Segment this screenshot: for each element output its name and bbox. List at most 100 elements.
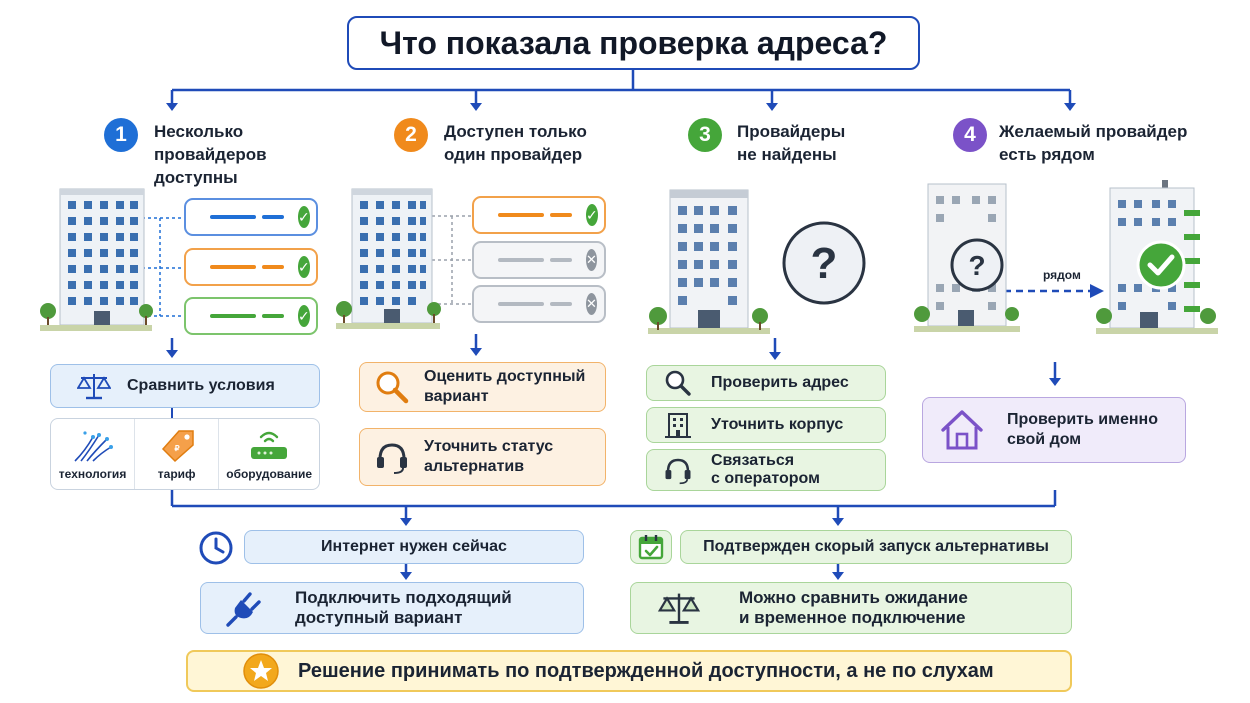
calendar-icon-box <box>630 530 672 564</box>
provider-pill-router: ✕ <box>472 285 606 323</box>
internet-needed-now-card: Интернет нужен сейчас <box>244 530 584 564</box>
router-icon <box>251 431 288 459</box>
building-icon <box>665 413 691 438</box>
connect-suitable-label: Подключить подходящий доступный вариант <box>295 588 512 628</box>
column-title-3: Провайдеры не найдены <box>737 120 845 166</box>
column-title-2-line-1: Доступен только <box>444 122 587 141</box>
criterion-equipment: оборудование <box>219 419 319 489</box>
column-title-1: Несколько провайдеров доступны <box>154 120 267 189</box>
column-title-3-line-2: не найдены <box>737 145 837 164</box>
price-tag-icon: ₽ <box>161 430 194 463</box>
check-icon: ✓ <box>298 206 310 228</box>
headset-icon <box>665 458 691 485</box>
house-icon <box>941 410 983 450</box>
svg-text:?: ? <box>968 250 985 281</box>
svg-text:₽: ₽ <box>174 444 179 453</box>
clarify-building-card: Уточнить корпус <box>646 407 886 443</box>
evaluate-option-line-1: Оценить доступный <box>424 368 586 385</box>
launch-confirmed-card: Подтвержден скорый запуск альтернативы <box>680 530 1072 564</box>
compare-waiting-line-1: Можно сравнить ожидание <box>739 588 968 607</box>
column-title-4-line-1: Желаемый провайдер <box>999 122 1188 141</box>
check-icon: ✓ <box>586 204 598 226</box>
check-address-label: Проверить адрес <box>711 374 849 391</box>
calendar-icon <box>638 535 664 560</box>
evaluate-option-line-2: вариант <box>424 388 489 405</box>
compare-waiting-card: Можно сравнить ожидание и временное подк… <box>630 582 1072 634</box>
check-alternatives-card: Уточнить статус альтернатив <box>359 428 606 486</box>
nearby-label: рядом <box>1043 268 1081 282</box>
check-icon: ✓ <box>298 256 310 278</box>
column-title-3-line-1: Провайдеры <box>737 122 846 141</box>
building-icon <box>40 188 153 331</box>
fiber-icon <box>73 431 113 462</box>
svg-text:?: ? <box>811 239 838 288</box>
scales-icon <box>77 374 111 400</box>
criterion-tariff: ₽ тариф <box>135 419 220 489</box>
check-own-house-label: Проверить именно свой дом <box>1007 410 1158 450</box>
compare-conditions-label: Сравнить условия <box>127 377 275 394</box>
step-badge-2: 2 <box>394 118 428 152</box>
building-icon <box>336 188 441 329</box>
provider-pill-globe: ✓ <box>184 198 318 236</box>
contact-operator-label: Связаться с оператором <box>711 452 820 488</box>
conclusion-text: Решение принимать по подтвержденной дост… <box>298 660 994 682</box>
launch-confirmed-label: Подтвержден скорый запуск альтернативы <box>703 538 1049 555</box>
connect-suitable-card: Подключить подходящий доступный вариант <box>200 582 584 634</box>
column-title-1-line-3: доступны <box>154 168 238 187</box>
conclusion-banner: Решение принимать по подтвержденной дост… <box>186 650 1072 692</box>
check-icon: ✓ <box>298 305 310 327</box>
scales-icon <box>657 593 701 624</box>
check-own-house-line-2: свой дом <box>1007 431 1082 448</box>
clarify-building-label: Уточнить корпус <box>711 416 844 433</box>
provider-pill-wifi: ✓ <box>472 196 606 234</box>
criterion-tariff-label: тариф <box>157 467 196 481</box>
evaluate-option-card: Оценить доступный вариант <box>359 362 606 412</box>
column-title-4-line-2: есть рядом <box>999 145 1095 164</box>
compare-waiting-line-2: и временное подключение <box>739 608 966 627</box>
criteria-panel: технология ₽ тариф оборудование <box>50 418 320 490</box>
star-icon <box>243 653 279 689</box>
column-title-1-line-1: Несколько <box>154 122 244 141</box>
check-address-card: Проверить адрес <box>646 365 886 401</box>
cross-icon: ✕ <box>586 293 597 315</box>
contact-operator-line-2: с оператором <box>711 470 820 487</box>
connect-suitable-line-1: Подключить подходящий <box>295 588 512 607</box>
contact-operator-card: Связаться с оператором <box>646 449 886 491</box>
column-title-1-line-2: провайдеров <box>154 145 267 164</box>
provider-pill-wifi: ✓ <box>184 248 318 286</box>
check-alternatives-label: Уточнить статус альтернатив <box>424 437 553 477</box>
check-own-house-card: Проверить именно свой дом <box>922 397 1186 463</box>
column-title-2-line-2: один провайдер <box>444 145 583 164</box>
compare-waiting-label: Можно сравнить ожидание и временное подк… <box>739 588 968 628</box>
page-title: Что показала проверка адреса? <box>347 16 920 70</box>
search-icon <box>376 371 409 404</box>
contact-operator-line-1: Связаться <box>711 452 795 469</box>
plug-icon <box>226 592 261 627</box>
building-icon <box>648 189 770 334</box>
headset-icon <box>377 443 407 474</box>
column-title-2: Доступен только один провайдер <box>444 120 587 166</box>
check-alternatives-line-2: альтернатив <box>424 458 525 475</box>
criterion-equipment-label: оборудование <box>226 467 312 481</box>
step-badge-4: 4 <box>953 118 987 152</box>
internet-needed-now-label: Интернет нужен сейчас <box>321 538 507 555</box>
column-title-4: Желаемый провайдер есть рядом <box>999 120 1187 166</box>
check-alternatives-line-1: Уточнить статус <box>424 438 554 455</box>
connect-suitable-line-2: доступный вариант <box>295 608 463 627</box>
clock-icon <box>199 531 233 565</box>
question-icon: ? <box>950 238 1004 292</box>
cross-icon: ✕ <box>586 249 597 271</box>
check-icon <box>1136 240 1186 290</box>
criterion-technology-label: технология <box>58 467 127 481</box>
provider-pill-router: ✓ <box>184 297 318 335</box>
step-badge-3: 3 <box>688 118 722 152</box>
question-icon: ? <box>782 221 866 305</box>
criterion-technology: технология <box>51 419 136 489</box>
compare-conditions-card: Сравнить условия <box>50 364 320 408</box>
check-own-house-line-1: Проверить именно <box>1007 411 1158 428</box>
evaluate-option-label: Оценить доступный вариант <box>424 367 585 407</box>
provider-pill-globe: ✕ <box>472 241 606 279</box>
step-badge-1: 1 <box>104 118 138 152</box>
search-icon <box>665 370 691 396</box>
